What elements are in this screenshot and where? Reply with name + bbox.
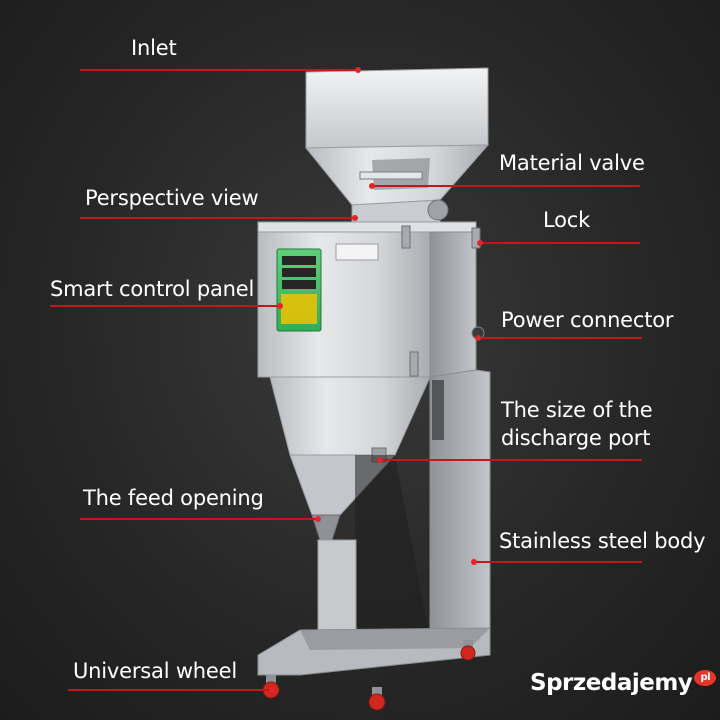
label-inlet: Inlet <box>131 36 177 60</box>
watermark-badge: pl <box>694 670 717 686</box>
latches <box>401 225 481 377</box>
leader-lines <box>50 69 642 691</box>
label-stainless-steel-body: Stainless steel body <box>499 529 706 553</box>
universal-wheels <box>262 640 476 711</box>
label-universal-wheel: Universal wheel <box>73 659 237 683</box>
material-valve <box>359 171 449 221</box>
label-discharge-port-line2: discharge port <box>501 426 651 450</box>
base-platform <box>257 627 491 676</box>
label-discharge-port-line1: The size of the <box>501 398 653 422</box>
label-material-valve: Material valve <box>499 151 645 175</box>
label-power-connector: Power connector <box>501 308 674 332</box>
watermark-text: Sprzedajemy <box>530 670 693 696</box>
hopper <box>304 67 490 223</box>
stainless-body <box>317 369 491 641</box>
label-lock: Lock <box>543 208 591 232</box>
leader-dots <box>269 67 483 693</box>
control-panel <box>276 248 322 332</box>
label-perspective-view: Perspective view <box>85 186 259 210</box>
label-smart-control-panel: Smart control panel <box>50 277 255 301</box>
label-feed-opening: The feed opening <box>83 486 264 510</box>
